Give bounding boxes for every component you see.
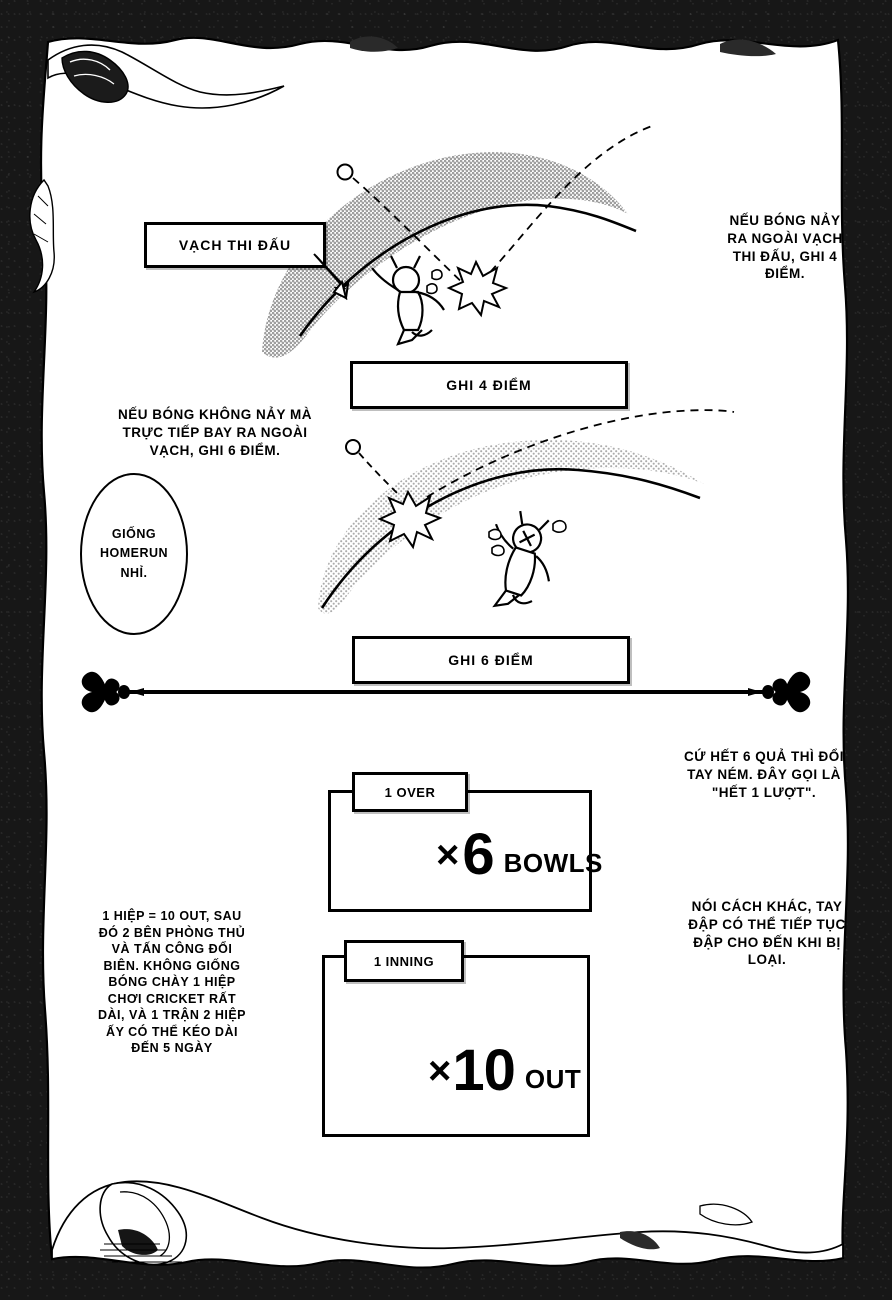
stick-figure-dizzy-fielder-icon — [492, 510, 551, 608]
over-multiplier-unit: BOWLS — [503, 848, 603, 878]
paper-curl-bottom-right — [699, 1203, 753, 1226]
homerun-comment-bubble: GIỐNG HOMERUN NHỈ. — [80, 473, 188, 635]
inning-multiplier-x: × — [428, 1049, 451, 1093]
six-runs-side-note: NẾU BÓNG KHÔNG NẢY MÀ TRỰC TIẾP BAY RA N… — [117, 407, 312, 458]
dashed-trajectory-outgoing-icon — [480, 125, 653, 283]
over-tag-text: 1 OVER — [384, 784, 436, 800]
inning-multiplier-group: × 10 OUT — [428, 1042, 581, 1100]
ornamental-divider — [81, 671, 811, 713]
paper-tear-top-right — [350, 36, 776, 57]
over-tag-box: 1 OVER — [352, 772, 468, 812]
impact-star-icon — [446, 259, 509, 318]
six-runs-diagram — [318, 409, 735, 614]
dashed-trajectory-outgoing-icon — [426, 409, 735, 498]
boundary-label-pointer-arrow — [313, 253, 350, 301]
sweat-drop-icon — [488, 519, 567, 557]
inning-multiplier-value: 10 — [452, 1038, 516, 1103]
impact-star-icon — [377, 489, 443, 550]
over-side-note: CỨ HẾT 6 QUẢ THÌ ĐỔI TAY NÉM. ĐÂY GỌI LÀ… — [684, 749, 844, 800]
inning-right-note: NÓI CÁCH KHÁC, TAY ĐẬP CÓ THỂ TIẾP TỤC Đ… — [688, 899, 846, 968]
over-multiplier-x: × — [436, 833, 459, 877]
dashed-trajectory-incoming-icon — [352, 177, 469, 289]
inning-left-note: 1 HIỆP = 10 OUT, SAU ĐÓ 2 BÊN PHÒNG THỦ … — [97, 909, 247, 1055]
four-runs-diagram — [262, 125, 653, 358]
sweat-drop-icon — [426, 269, 443, 295]
stick-figure-fielder-icon — [371, 255, 445, 346]
six-runs-result-text: GHI 6 ĐIỂM — [448, 652, 534, 668]
four-runs-result-text: GHI 4 ĐIỂM — [446, 377, 532, 393]
boundary-label-text: VẠCH THI ĐẤU — [178, 237, 292, 253]
inning-tag-box: 1 INNING — [344, 940, 464, 982]
ball-icon — [336, 163, 354, 181]
paper-curl-bottom-left — [51, 1180, 844, 1269]
dashed-trajectory-incoming-icon — [358, 452, 399, 495]
paper-curl-top-left — [47, 44, 285, 109]
over-multiplier-group: × 6 BOWLS — [436, 826, 603, 884]
inning-multiplier-unit: OUT — [524, 1064, 582, 1094]
fleur-de-lis-icon — [81, 671, 144, 713]
fleur-de-lis-icon — [748, 671, 811, 713]
boundary-line-icon — [320, 467, 701, 609]
boundary-label-box: VẠCH THI ĐẤU — [144, 222, 326, 268]
over-multiplier-value: 6 — [462, 822, 494, 887]
four-runs-side-note: NẾU BÓNG NẢY RA NGOÀI VẠCH THI ĐẤU, GHI … — [727, 213, 843, 282]
paper-tear-left — [29, 178, 55, 294]
boundary-line-icon — [298, 203, 637, 337]
ball-icon — [345, 439, 361, 455]
six-runs-result-banner: GHI 6 ĐIỂM — [352, 636, 630, 684]
inning-tag-text: 1 INNING — [373, 953, 435, 969]
x-eyes-icon — [519, 530, 536, 547]
four-runs-result-banner: GHI 4 ĐIỂM — [350, 361, 628, 409]
